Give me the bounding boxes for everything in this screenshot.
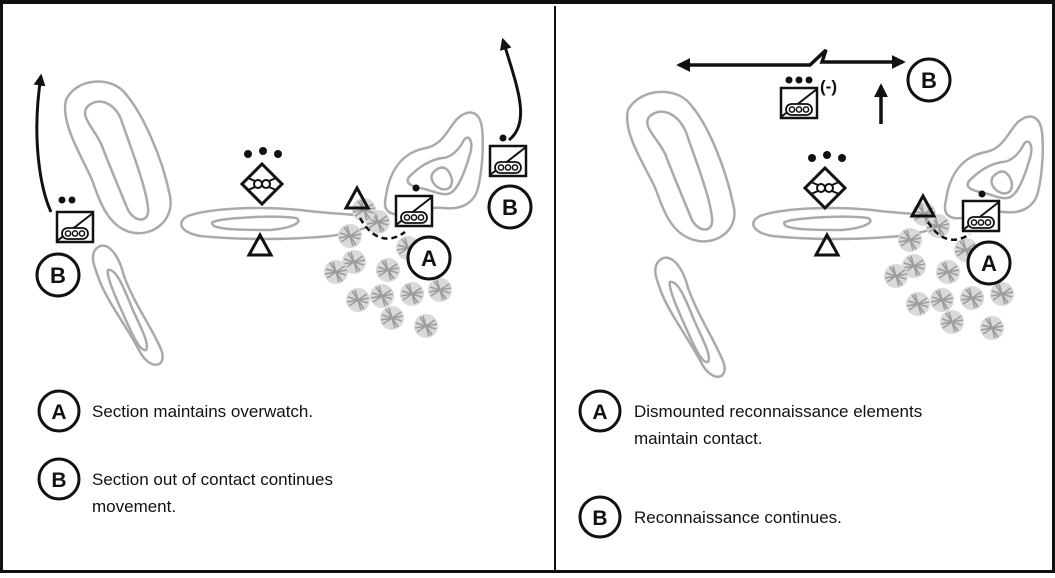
right-legend-marker-b: B (578, 495, 622, 539)
right-ifv-a (961, 190, 1001, 233)
right-command-post (803, 151, 847, 210)
right-map-marker-b: B (906, 57, 952, 103)
left-command-post (240, 147, 284, 206)
left-legend-marker-b-label: B (51, 469, 66, 492)
left-legend-b-text: Section out of contact continues movemen… (92, 466, 333, 520)
left-map-marker-b-right: B (487, 184, 533, 230)
right-legend-marker-b-label: B (592, 507, 607, 530)
left-movement-arrow-b-right (499, 37, 523, 142)
left-ifv-a (394, 184, 434, 228)
right-map-label-a: A (981, 251, 997, 276)
right-legend-a-line-1: Dismounted reconnaissance elements (634, 402, 923, 421)
left-legend-marker-b: B (37, 457, 81, 501)
right-legend-marker-a-label: A (592, 401, 607, 424)
right-dismount-link (926, 221, 971, 241)
left-panel: A B B A B (33, 37, 533, 501)
right-ifv-reduced: (-) (779, 76, 837, 120)
left-legend-b-line-2: movement. (92, 497, 177, 516)
right-legend-b-line-1: Reconnaissance continues. (634, 508, 842, 527)
left-map-marker-a: A (406, 235, 452, 281)
right-legend-a-line-2: maintain contact. (634, 429, 763, 448)
map-label-a: A (421, 246, 437, 271)
left-legend-a-line-1: Section maintains overwatch. (92, 402, 314, 421)
right-legend-marker-a: A (578, 389, 622, 433)
reduced-unit-label: (-) (820, 77, 837, 96)
left-ifv-b (55, 196, 95, 244)
left-map-marker-b-left: B (35, 252, 81, 298)
left-legend-marker-a: A (37, 389, 81, 433)
map-label-b-left: B (50, 263, 66, 288)
right-map-marker-a: A (966, 240, 1012, 286)
left-legend-b-line-1: Section out of contact continues (92, 470, 333, 489)
left-movement-arrow-b (33, 73, 53, 213)
right-panel: (-) B A A B (578, 48, 1045, 539)
map-label-b-right: B (502, 195, 518, 220)
left-legend-a-text: Section maintains overwatch. (92, 398, 313, 425)
right-map-label-b: B (921, 68, 937, 93)
left-ifv-b-right (488, 134, 528, 178)
right-legend-a-text: Dismounted reconnaissance elements maint… (634, 398, 922, 452)
right-reconnaissance-screen-arrow (676, 48, 906, 72)
left-dismount-link (358, 217, 406, 240)
left-legend-marker-a-label: A (51, 401, 66, 424)
terrain-contours-right (625, 90, 1045, 378)
right-legend-b-text: Reconnaissance continues. (634, 504, 842, 531)
